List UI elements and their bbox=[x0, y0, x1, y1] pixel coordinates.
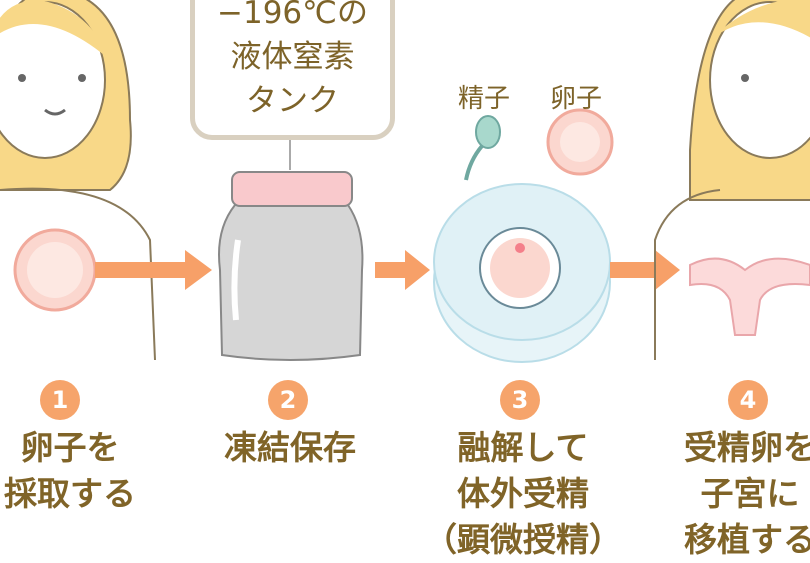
step-3-line: 融解して bbox=[457, 428, 589, 467]
step-label-2: 凍結保存 bbox=[180, 425, 400, 471]
step-number-1: 1 bbox=[40, 380, 80, 420]
tank-label-line3: タンク bbox=[246, 83, 339, 119]
egg-small-icon bbox=[546, 108, 614, 176]
arrow-right-icon bbox=[375, 250, 430, 290]
sperm-icon bbox=[464, 115, 501, 181]
step-1-line: 採取する bbox=[4, 474, 136, 513]
egg-icon bbox=[13, 228, 97, 312]
arrow-right-icon bbox=[610, 250, 680, 290]
illustration bbox=[0, 0, 810, 363]
step-label-1: 卵子を 採取する bbox=[0, 425, 180, 517]
step-number-2: 2 bbox=[268, 380, 308, 420]
petri-dish-icon bbox=[433, 183, 611, 363]
step-4-line: 子宮に bbox=[700, 474, 800, 513]
step-3-line: （顕微授精） bbox=[424, 520, 622, 559]
step-4-line: 受精卵を bbox=[684, 428, 810, 467]
woman-figure-4 bbox=[654, 0, 810, 360]
step-3-line: 体外受精 bbox=[457, 474, 589, 513]
step-number-4: 4 bbox=[728, 380, 768, 420]
arrow-right-icon bbox=[95, 250, 212, 290]
woman-figure-1 bbox=[0, 0, 156, 361]
tank-label-line1: −196℃の bbox=[217, 0, 368, 31]
step-label-4: 受精卵を 子宮に 移植する bbox=[640, 425, 810, 563]
uterus-icon bbox=[689, 257, 810, 336]
tank-callout: −196℃の 液体窒素 タンク bbox=[190, 0, 395, 140]
step-number-3: 3 bbox=[500, 380, 540, 420]
tank-label-line2: 液体窒素 bbox=[230, 39, 355, 75]
step-label-3: 融解して 体外受精 （顕微授精） bbox=[413, 425, 633, 563]
step-4-line: 移植する bbox=[684, 520, 810, 559]
egg-label: 卵子 bbox=[550, 84, 603, 114]
sperm-label: 精子 bbox=[458, 84, 511, 114]
nitrogen-tank-icon bbox=[218, 171, 364, 361]
step-2-line: 凍結保存 bbox=[224, 428, 356, 467]
step-1-line: 卵子を bbox=[20, 428, 120, 467]
